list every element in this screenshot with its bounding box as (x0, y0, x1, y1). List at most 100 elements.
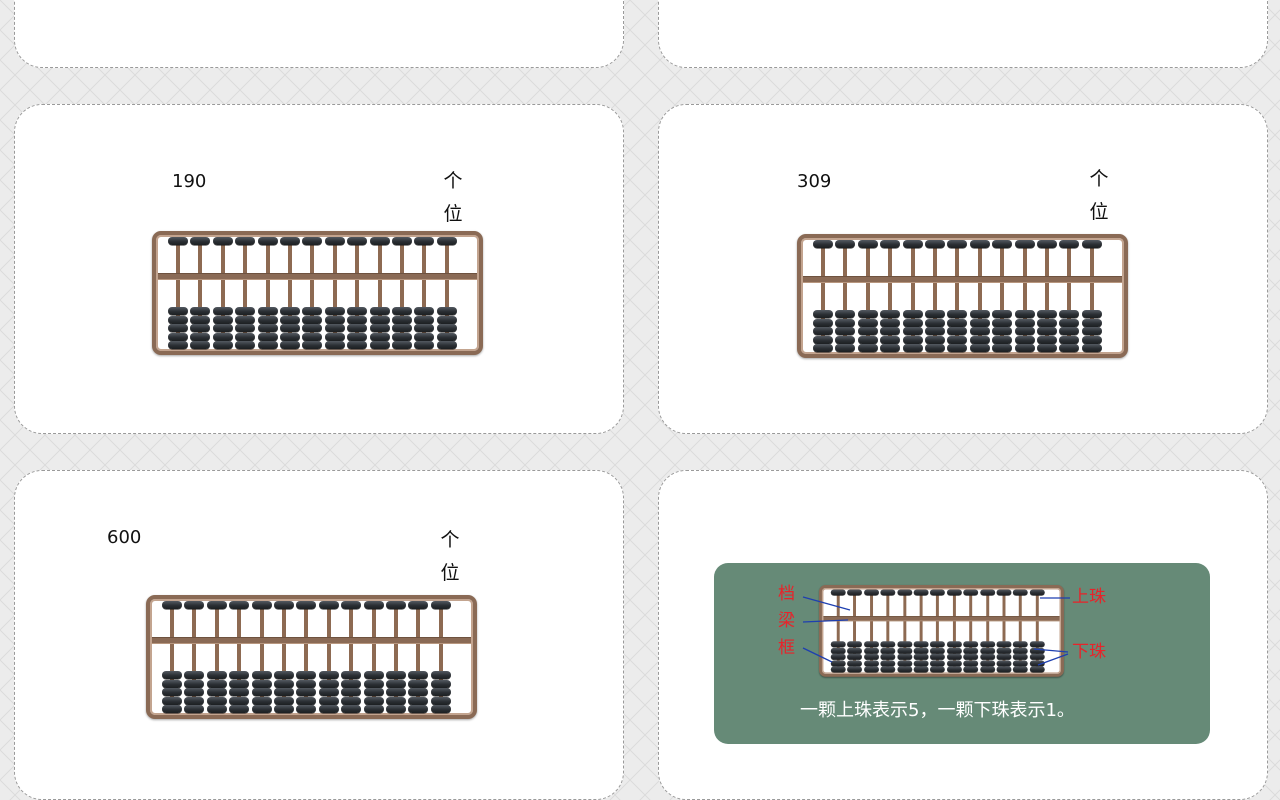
lower-bead[interactable] (830, 660, 846, 667)
lower-bead[interactable] (830, 653, 846, 660)
upper-bead[interactable] (386, 601, 406, 609)
lower-bead[interactable] (347, 307, 368, 315)
lower-bead[interactable] (235, 324, 256, 332)
lower-bead[interactable] (1081, 335, 1102, 344)
upper-bead[interactable] (184, 601, 205, 609)
lower-bead[interactable] (880, 344, 901, 352)
lower-bead[interactable] (1059, 335, 1080, 344)
lower-bead[interactable] (946, 660, 962, 667)
lower-bead[interactable] (436, 324, 457, 332)
lower-bead[interactable] (913, 660, 929, 667)
lower-bead[interactable] (369, 324, 390, 332)
lower-bead[interactable] (408, 705, 429, 713)
lower-bead[interactable] (947, 344, 968, 352)
upper-bead[interactable] (1037, 240, 1057, 248)
lower-bead[interactable] (880, 660, 896, 667)
lower-bead[interactable] (206, 679, 227, 688)
lower-bead[interactable] (324, 315, 345, 324)
lower-bead[interactable] (930, 641, 946, 648)
lower-bead[interactable] (980, 666, 995, 673)
lower-bead[interactable] (184, 705, 205, 713)
lower-bead[interactable] (996, 641, 1012, 648)
lower-bead[interactable] (863, 653, 879, 660)
lower-bead[interactable] (229, 696, 250, 705)
lower-bead[interactable] (1081, 344, 1102, 352)
lower-bead[interactable] (857, 335, 878, 344)
upper-bead[interactable] (318, 601, 339, 609)
lower-bead[interactable] (302, 341, 323, 349)
lower-bead[interactable] (162, 688, 182, 696)
lower-bead[interactable] (280, 341, 300, 349)
lower-bead[interactable] (1029, 641, 1045, 648)
lower-bead[interactable] (168, 332, 188, 341)
lower-bead[interactable] (386, 688, 406, 696)
lower-bead[interactable] (184, 688, 205, 696)
lower-bead[interactable] (386, 696, 406, 705)
lower-bead[interactable] (980, 641, 995, 648)
lower-bead[interactable] (296, 696, 317, 705)
upper-bead[interactable] (280, 237, 300, 245)
lower-bead[interactable] (229, 705, 250, 713)
upper-bead[interactable] (813, 240, 833, 248)
upper-bead[interactable] (408, 601, 429, 609)
upper-bead[interactable] (925, 240, 945, 248)
lower-bead[interactable] (925, 327, 945, 335)
lower-bead[interactable] (296, 705, 317, 713)
lower-bead[interactable] (274, 679, 294, 688)
lower-bead[interactable] (1037, 310, 1057, 318)
lower-bead[interactable] (813, 318, 833, 327)
upper-bead[interactable] (414, 237, 435, 245)
lower-bead[interactable] (963, 641, 979, 648)
lower-bead[interactable] (184, 696, 205, 705)
lower-bead[interactable] (1013, 660, 1028, 667)
upper-bead[interactable] (251, 601, 272, 609)
lower-bead[interactable] (857, 327, 878, 335)
lower-bead[interactable] (369, 315, 390, 324)
lower-bead[interactable] (980, 653, 995, 660)
upper-bead[interactable] (969, 240, 990, 248)
upper-bead[interactable] (369, 237, 390, 245)
lower-bead[interactable] (206, 688, 227, 696)
lower-bead[interactable] (280, 324, 300, 332)
lower-bead[interactable] (302, 315, 323, 324)
upper-bead[interactable] (235, 237, 256, 245)
upper-bead[interactable] (347, 237, 368, 245)
lower-bead[interactable] (880, 310, 901, 318)
lower-bead[interactable] (274, 696, 294, 705)
lower-bead[interactable] (436, 341, 457, 349)
lower-bead[interactable] (414, 324, 435, 332)
lower-bead[interactable] (414, 341, 435, 349)
lower-bead[interactable] (1013, 641, 1028, 648)
upper-bead[interactable] (229, 601, 250, 609)
lower-bead[interactable] (946, 653, 962, 660)
upper-bead[interactable] (880, 589, 896, 596)
lower-bead[interactable] (1081, 310, 1102, 318)
lower-bead[interactable] (880, 318, 901, 327)
lower-bead[interactable] (392, 332, 412, 341)
lower-bead[interactable] (897, 641, 912, 648)
lower-bead[interactable] (341, 671, 362, 679)
lower-bead[interactable] (863, 660, 879, 667)
lower-bead[interactable] (930, 666, 946, 673)
upper-bead[interactable] (857, 240, 878, 248)
lower-bead[interactable] (408, 688, 429, 696)
lower-bead[interactable] (257, 315, 278, 324)
lower-bead[interactable] (257, 307, 278, 315)
lower-bead[interactable] (847, 647, 863, 654)
upper-bead[interactable] (996, 589, 1012, 596)
lower-bead[interactable] (1014, 318, 1035, 327)
lower-bead[interactable] (347, 324, 368, 332)
lower-bead[interactable] (363, 679, 384, 688)
upper-bead[interactable] (1081, 240, 1102, 248)
lower-bead[interactable] (902, 327, 923, 335)
lower-bead[interactable] (1059, 318, 1080, 327)
lower-bead[interactable] (980, 647, 995, 654)
lower-bead[interactable] (212, 315, 233, 324)
lower-bead[interactable] (392, 341, 412, 349)
lower-bead[interactable] (184, 679, 205, 688)
lower-bead[interactable] (347, 332, 368, 341)
lower-bead[interactable] (1014, 344, 1035, 352)
lower-bead[interactable] (1059, 344, 1080, 352)
lower-bead[interactable] (162, 705, 182, 713)
lower-bead[interactable] (992, 344, 1013, 352)
